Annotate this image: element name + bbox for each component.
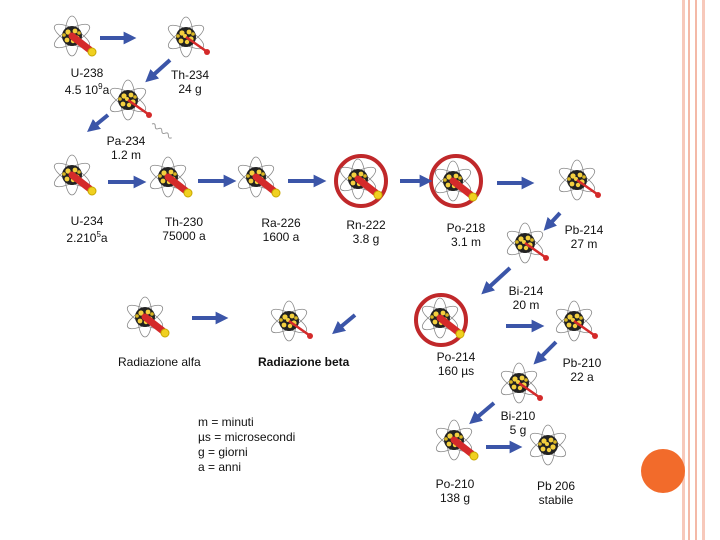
gamma-squiggle <box>151 123 172 139</box>
nuclide-name: Bi-210 <box>500 409 536 423</box>
label-rn222: Rn-222 3.8 g <box>346 218 385 246</box>
arrow-pb210-bi210 <box>533 340 558 365</box>
key-item: g = giorni <box>198 445 248 459</box>
nuclide-halflife: 1.2 m <box>110 148 142 162</box>
highlight-ring-rn222 <box>334 154 388 208</box>
label-po210: Po-210 138 g <box>436 477 475 505</box>
nuclide-name: Th-234 <box>170 68 210 82</box>
atom-bi214 <box>503 222 551 264</box>
nuclide-exponent: 9 <box>98 82 103 91</box>
label-pa234: Pa-234 1.2 m <box>107 134 146 162</box>
arrow-th234-pa234 <box>145 58 172 83</box>
nuclide-halflife: 27 m <box>570 237 598 251</box>
nuclide-halflife: 2.210 <box>66 231 97 245</box>
nuclide-name: Po-214 <box>436 350 476 364</box>
nuclide-halflife: 3.1 m <box>450 235 482 249</box>
nuclide-name: Bi-214 <box>508 284 544 298</box>
nuclide-halflife: 1600 a <box>262 230 300 244</box>
nuclide-name: U-238 <box>70 66 104 80</box>
nuclide-halflife: 160 µs <box>437 364 475 378</box>
nuclide-halflife: 5 g <box>509 423 527 437</box>
nuclide-name: Pb 206 <box>536 479 576 493</box>
label-th234: Th-234 24 g <box>171 68 209 96</box>
nuclide-halflife: 24 g <box>178 82 202 96</box>
legend-beta-label: Radiazione beta <box>258 355 350 369</box>
label-pb206: Pb 206 stabile <box>537 479 575 507</box>
nuclide-name: Po-210 <box>435 477 475 491</box>
slide-border <box>680 0 720 540</box>
arrow-pa234-u234 <box>87 113 110 133</box>
nuclide-halflife: 22 a <box>570 370 594 384</box>
label-bi214: Bi-214 20 m <box>509 284 544 312</box>
nuclide-name: Po-218 <box>446 221 486 235</box>
nuclide-name: Pb-214 <box>564 223 604 237</box>
unit-key: m = minuti µs = microsecondi g = giorni … <box>198 415 295 475</box>
label-bi210: Bi-210 5 g <box>501 409 536 437</box>
nuclide-exponent: 5 <box>96 230 101 239</box>
arrow-bi210-po210 <box>469 401 496 425</box>
label-po218: Po-218 3.1 m <box>447 221 486 249</box>
atom-po218 <box>431 160 477 201</box>
key-item: a = anni <box>198 460 242 474</box>
atom-th234 <box>164 16 212 58</box>
atom-pa234 <box>106 79 154 121</box>
nuclide-name: Pb-210 <box>562 356 602 370</box>
decay-chain-diagram <box>50 15 603 466</box>
atom-u234 <box>50 154 96 195</box>
legend-beta-atom <box>267 300 315 342</box>
nuclide-name: Rn-222 <box>346 218 386 232</box>
nuclide-halflife: 75000 a <box>162 229 206 243</box>
nuclide-halflife: stabile <box>538 493 574 507</box>
legend-alpha-label: Radiazione alfa <box>118 355 201 369</box>
nuclide-halflife: 3.8 g <box>352 232 380 246</box>
atom-pb214 <box>555 159 603 201</box>
label-pb214: Pb-214 27 m <box>565 223 604 251</box>
nuclide-name: U-234 <box>70 214 104 228</box>
highlight-ring-po214 <box>414 293 468 347</box>
label-th230: Th-230 75000 a <box>162 215 205 243</box>
nuclide-halflife: 138 g <box>439 491 471 505</box>
atom-ra226 <box>234 156 280 197</box>
nuclide-name: Pa-234 <box>106 134 146 148</box>
atom-bi210 <box>497 362 545 404</box>
legend-arrow-beta <box>332 313 357 335</box>
nuclide-name: Th-230 <box>164 215 204 229</box>
label-ra226: Ra-226 1600 a <box>261 216 300 244</box>
legend-alpha-atom <box>123 296 169 337</box>
label-po214: Po-214 160 µs <box>437 350 476 378</box>
nuclide-halflife: 20 m <box>512 298 540 312</box>
label-pb210: Pb-210 22 a <box>563 356 602 384</box>
atom-po214 <box>418 297 464 338</box>
label-u238: U-238 4.5 109a <box>65 66 110 97</box>
arrow-bi214-po214 <box>481 266 512 295</box>
arrow-pb214-bi214 <box>543 211 562 231</box>
accent-dot <box>641 449 685 493</box>
label-u234: U-234 2.2105a <box>66 214 107 245</box>
key-item: µs = microsecondi <box>198 430 296 444</box>
atom-th230 <box>146 156 192 197</box>
nuclide-halflife: 4.5 10 <box>64 83 99 97</box>
nuclide-name: Ra-226 <box>261 216 301 230</box>
nuclide-unit: a <box>102 83 110 97</box>
nuclide-unit: a <box>100 231 108 245</box>
atom-pb210 <box>552 300 600 342</box>
atom-u238 <box>50 15 96 56</box>
key-item: m = minuti <box>198 415 254 429</box>
atom-po210 <box>432 419 478 460</box>
